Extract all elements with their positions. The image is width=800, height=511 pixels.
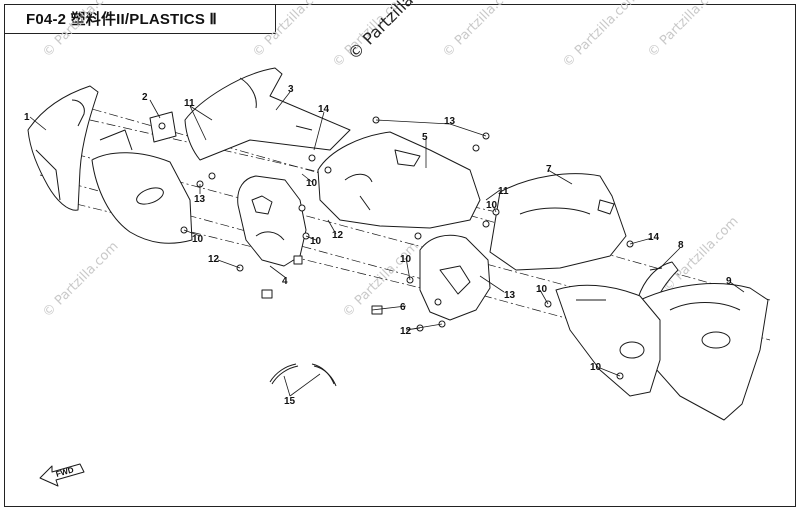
fwd-direction-arrow <box>39 463 85 487</box>
callout-14: 14 <box>648 232 660 243</box>
callout-10: 10 <box>486 200 498 211</box>
callout-labels: 1 2 3 4 5 6 7 8 9 10 10 10 10 10 10 10 1… <box>24 84 732 479</box>
callout-12: 12 <box>332 230 344 241</box>
callout-10: 10 <box>192 234 204 245</box>
callout-14: 14 <box>318 104 330 115</box>
callout-13: 13 <box>444 116 456 127</box>
callout-12: 12 <box>400 326 412 337</box>
callout-7: 7 <box>546 164 552 175</box>
fasteners <box>180 116 634 380</box>
callout-10: 10 <box>590 362 602 373</box>
callout-8: 8 <box>678 240 684 251</box>
callout-1: 1 <box>24 112 30 123</box>
callout-13: 13 <box>504 290 516 301</box>
title-block: F04-2 塑料件II/PLASTICS Ⅱ <box>4 4 276 34</box>
part-7-right-upper-panel <box>489 173 627 271</box>
part-5-center-panel <box>317 131 481 229</box>
part-2-bracket <box>149 111 177 143</box>
right-lower-panel <box>555 284 661 397</box>
callout-11: 11 <box>184 98 195 109</box>
drawing-frame <box>4 4 796 507</box>
leader-lines <box>29 91 745 397</box>
part-6-lower-guard <box>419 234 491 321</box>
part-9-right-side-cover <box>639 283 769 421</box>
callout-2: 2 <box>142 92 148 103</box>
part-3-top-cover <box>184 67 351 161</box>
callout-10: 10 <box>400 254 412 265</box>
callout-11: 11 <box>498 186 509 197</box>
part-4-inner-guard <box>237 175 307 267</box>
callout-13: 13 <box>194 194 206 205</box>
callout-10: 10 <box>306 178 318 189</box>
callout-10: 10 <box>310 236 322 247</box>
part-15-trim-strips <box>269 363 337 387</box>
callout-9: 9 <box>726 276 732 287</box>
left-lower-panel <box>91 129 193 244</box>
page-title: F04-2 塑料件II/PLASTICS Ⅱ <box>26 11 217 28</box>
part-1-left-side-cover <box>27 85 99 211</box>
callout-6: 6 <box>400 302 406 313</box>
callout-3: 3 <box>288 84 294 95</box>
callout-15: 15 <box>284 396 296 407</box>
callout-4: 4 <box>282 276 288 287</box>
callout-5: 5 <box>422 132 428 143</box>
callout-12: 12 <box>208 254 220 265</box>
callout-10: 10 <box>536 284 548 295</box>
